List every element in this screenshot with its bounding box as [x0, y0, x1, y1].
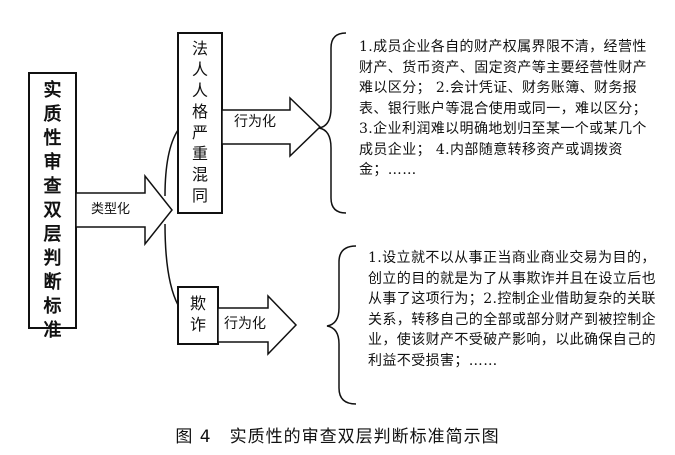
top-branch-label: 法人人格严重混同: [178, 38, 222, 206]
vertical-char: 人: [191, 81, 208, 100]
vertical-char: 双: [43, 200, 62, 221]
vertical-char: 质: [43, 104, 62, 125]
vertical-char: 审: [43, 152, 62, 173]
bottom-branch-box: [177, 286, 219, 345]
top-action-arrow: [221, 96, 322, 158]
top-blurb: 1.成员企业各自的财产权属界限不清，经营性财产、货币资产、固定资产等主要经营性财…: [359, 39, 647, 178]
top-branch-node: 法人人格严重混同: [178, 33, 222, 213]
connector-up: [164, 129, 179, 197]
bottom-branch-node: 欺诈: [178, 287, 218, 344]
bottom-blurb: 1.设立就不以从事正当商业商业交易为目的，创立的目的就是为了从事欺诈并且在设立后…: [368, 250, 656, 369]
type-arrow-label: 类型化: [91, 202, 131, 217]
vertical-char: 诈: [189, 315, 206, 334]
type-arrow: [75, 173, 173, 247]
vertical-char: 重: [191, 144, 208, 163]
vertical-char: 准: [43, 320, 62, 341]
vertical-char: 断: [43, 272, 62, 293]
vertical-char: 层: [43, 224, 62, 245]
vertical-char: 法: [191, 39, 208, 58]
bottom-arrow-label: 行为化: [224, 316, 266, 332]
vertical-char: 同: [191, 186, 208, 205]
vertical-char: 查: [43, 176, 62, 197]
vertical-char: 欺: [189, 294, 206, 313]
vertical-char: 格: [191, 102, 208, 121]
vertical-char: 实: [43, 80, 62, 101]
vertical-char: 人: [191, 60, 208, 79]
root-node: 实质性审查双层判断标准: [29, 73, 76, 341]
vertical-char: 性: [43, 128, 62, 149]
root-label: 实质性审查双层判断标准: [29, 79, 76, 343]
vertical-char: 标: [43, 296, 62, 317]
vertical-char: 混: [191, 165, 208, 184]
vertical-char: 判: [43, 248, 62, 269]
bottom-branch-label: 欺诈: [178, 293, 218, 335]
vertical-char: 严: [191, 123, 208, 142]
figure-caption: 图 4 实质性的审查双层判断标准简示图: [175, 427, 500, 447]
bottom-brace: [326, 245, 357, 405]
bottom-action-arrow: [217, 294, 298, 356]
connector-down: [164, 223, 179, 306]
top-brace: [318, 32, 347, 214]
root-box: [28, 72, 77, 329]
top-arrow-label: 行为化: [234, 114, 276, 130]
